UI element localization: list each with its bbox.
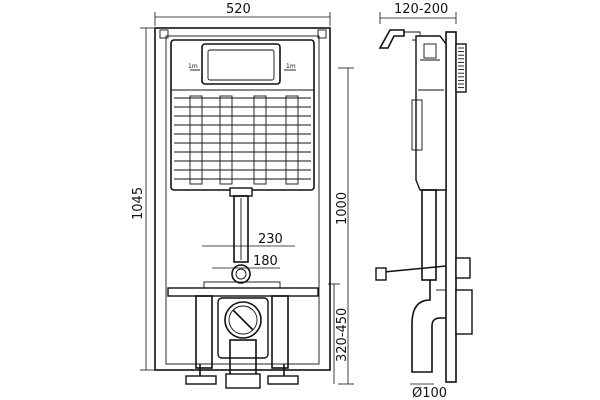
flush-plate-side <box>455 43 467 93</box>
cistern-rib-vertical-2 <box>219 95 233 185</box>
flush-plate-opening <box>207 49 275 81</box>
front-view: 1m 1m 230 180 <box>131 2 354 389</box>
cistern-rib-vertical-1 <box>189 95 203 185</box>
side-support-bar <box>383 265 447 273</box>
frame-outer <box>154 27 331 371</box>
inlet-nozzle-inner <box>235 268 247 280</box>
corner-bracket-right <box>317 29 327 39</box>
frame-inner <box>165 35 320 365</box>
cistern-ribs <box>174 97 311 180</box>
support-leg-left <box>195 295 213 369</box>
crossbar <box>167 287 319 297</box>
foot-left <box>185 375 217 385</box>
side-connector-upper <box>455 257 471 279</box>
side-connector-lower <box>455 289 473 335</box>
outlet-housing <box>217 297 269 359</box>
side-view: 120-200 Ø100 <box>375 2 473 400</box>
dim-120-200-label: 120-200 <box>394 2 448 17</box>
outlet-pipe-outer <box>224 301 262 339</box>
dim-520-label: 520 <box>226 2 251 17</box>
cistern-valve <box>423 43 437 59</box>
cistern-label-right: 1m <box>286 63 296 70</box>
support-leg-right <box>271 295 289 369</box>
side-flush-pipe <box>421 189 437 281</box>
dim-1045-label: 1045 <box>131 187 146 220</box>
flush-pipe-collar <box>229 187 253 197</box>
dim-1000-label: 1000 <box>335 192 350 225</box>
outlet-pipe-end <box>225 373 261 389</box>
wall-bracket-top <box>378 29 405 49</box>
side-frame-post <box>445 31 457 383</box>
flush-plate-frame <box>201 43 281 85</box>
cistern-rib-vertical-3 <box>253 95 267 185</box>
inlet-nozzle-outer <box>231 264 251 284</box>
outlet-bend <box>411 280 446 373</box>
cistern-side <box>415 35 447 191</box>
dim-180-label: 180 <box>253 254 278 269</box>
outlet-pipe-cross <box>232 309 254 331</box>
side-support-foot <box>375 267 387 281</box>
cistern-rib-vertical-4 <box>285 95 299 185</box>
outlet-pipe-inner <box>228 305 258 335</box>
corner-bracket-left <box>159 29 169 39</box>
dim-230-label: 230 <box>258 232 283 247</box>
flush-pipe <box>233 195 249 263</box>
dim-320-450-label: 320-450 <box>335 308 350 362</box>
cistern-label-left: 1m <box>188 63 198 70</box>
foot-right <box>267 375 299 385</box>
flush-plate-ticks <box>458 47 464 89</box>
dim-diameter-label: Ø100 <box>412 386 447 400</box>
cistern-side-rib <box>411 99 423 151</box>
